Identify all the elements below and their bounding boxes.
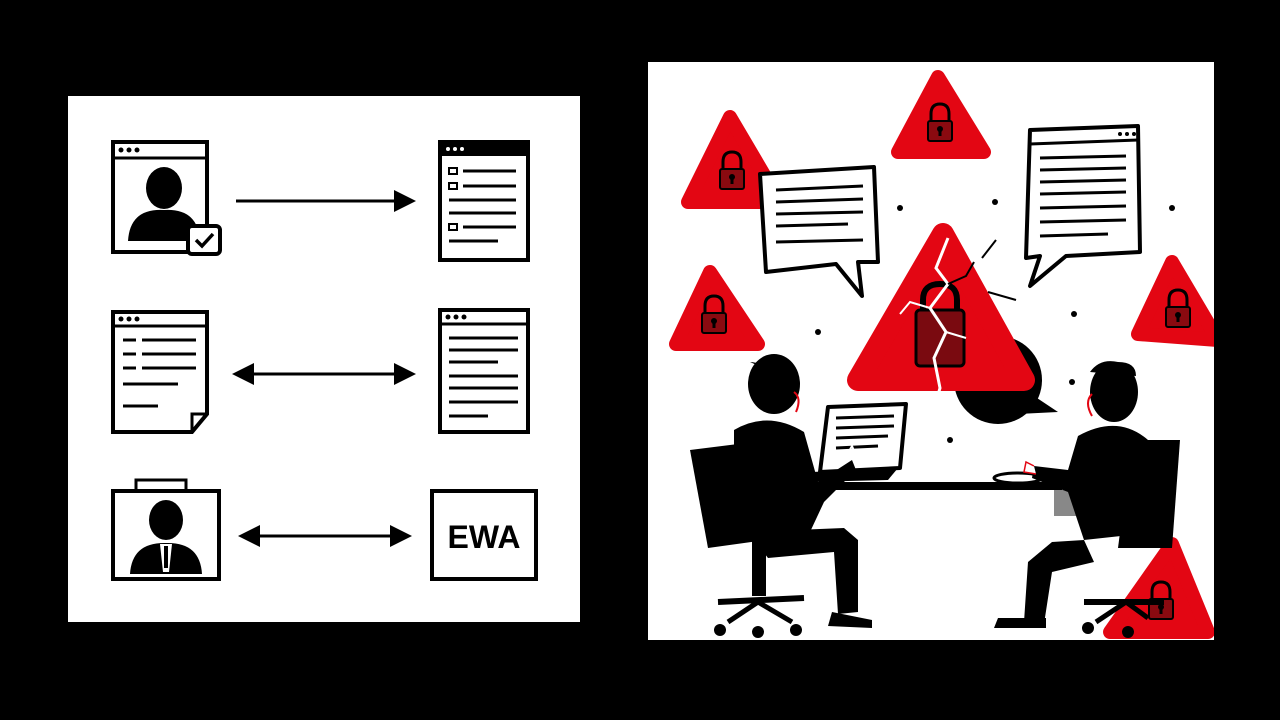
- double-arrow-2: [232, 363, 416, 385]
- document-text-window-icon: [438, 308, 530, 434]
- broken-lock-warning-icon: [847, 223, 1035, 409]
- ewa-label: EWA: [448, 519, 521, 555]
- left-panel: EWA: [68, 96, 580, 622]
- right-illustration: [669, 70, 1214, 639]
- speech-bubble-window-icon: [1024, 124, 1142, 288]
- user-profile-window-check-icon: [111, 140, 222, 256]
- warning-lock-icon: [891, 70, 991, 159]
- ewa-label-box: EWA: [430, 489, 538, 581]
- right-arrow: [236, 190, 416, 212]
- meeting-table: [798, 482, 1076, 516]
- right-panel: [648, 62, 1214, 640]
- speech-bubble-text-icon: [758, 165, 880, 298]
- person-left: [690, 354, 872, 638]
- laptop-icon: [808, 402, 908, 482]
- document-list-window-icon: [438, 140, 530, 262]
- double-arrow-3: [238, 525, 412, 547]
- warning-lock-icon: [1103, 537, 1214, 639]
- decorative-dots: [815, 199, 1175, 443]
- left-diagram: EWA: [111, 140, 538, 581]
- document-folded-corner-icon: [111, 310, 209, 434]
- warning-lock-icon: [681, 110, 787, 209]
- warning-lock-icon: [669, 265, 765, 351]
- person-right: [994, 361, 1180, 638]
- employee-id-badge-icon: [111, 478, 221, 581]
- warning-lock-icon: [1131, 255, 1214, 347]
